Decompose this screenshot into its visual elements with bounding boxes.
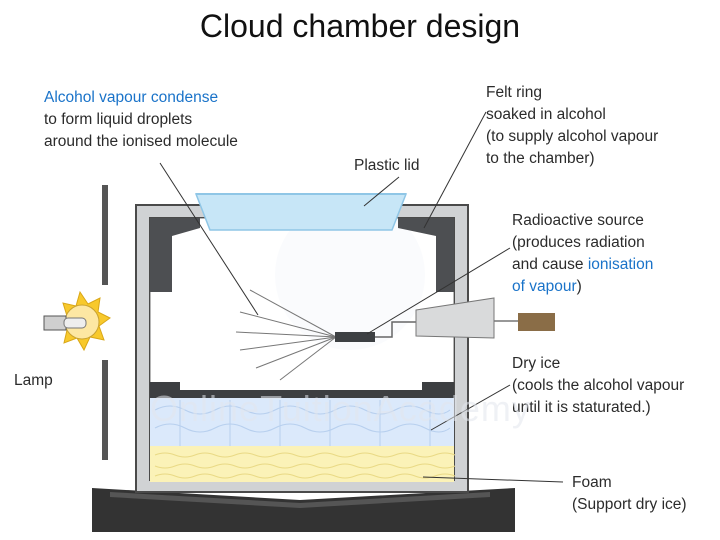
source-wire <box>375 321 416 338</box>
source-holder <box>415 297 495 339</box>
source-line-2: (produces radiation <box>512 234 645 251</box>
source-ionisation-text: ionisation <box>587 256 654 273</box>
foam-line-1: Foam <box>572 474 612 491</box>
pointer-lines <box>159 111 564 483</box>
foam-label: Foam (Support dry ice) <box>572 472 687 516</box>
radioactive-source-label: Radioactive source (produces radiation a… <box>512 210 653 298</box>
felt-line-1: Felt ring <box>486 84 542 101</box>
source-vapour-text: of vapour <box>512 278 577 295</box>
source-line-3-a: and cause <box>512 256 588 273</box>
felt-line-2: soaked in alcohol <box>486 106 606 123</box>
condense-line-2: to form liquid droplets <box>44 111 193 128</box>
source-line-3: and cause ionisation <box>512 254 653 276</box>
felt-ring-left <box>150 218 200 292</box>
source-line-4: of vapour) <box>512 276 653 298</box>
dry-ice-line-3: until it is staturated.) <box>512 399 651 416</box>
dry-ice-label: Dry ice (cools the alcohol vapour until … <box>512 353 684 419</box>
page-title: Cloud chamber design <box>199 8 521 44</box>
felt-ring-label: Felt ring soaked in alcohol (to supply a… <box>486 82 658 170</box>
felt-line-3: (to supply alcohol vapour <box>486 128 659 145</box>
plastic-lid-label: Plastic lid <box>354 157 420 174</box>
base-highlight <box>110 492 490 508</box>
source-handle <box>518 313 555 331</box>
condense-line-3: around the ionised molecule <box>44 133 238 150</box>
condense-label: Alcohol vapour condense <box>44 87 218 109</box>
dry-ice-layer <box>150 398 454 446</box>
condense-line-1: Alcohol vapour condense <box>44 89 219 106</box>
tray-left-post <box>150 382 180 398</box>
window-bar-bottom <box>102 360 108 460</box>
felt-line-4: to the chamber) <box>486 150 595 167</box>
foam-line-2: (Support dry ice) <box>572 496 687 513</box>
radiation-tracks <box>235 289 337 381</box>
dry-ice-line-1: Dry ice <box>512 355 561 372</box>
radioactive-source <box>335 332 375 342</box>
tray-right-post <box>422 382 454 398</box>
lamp-label: Lamp <box>14 372 53 389</box>
base-stand-right <box>300 488 515 532</box>
base-stand-left <box>92 488 300 532</box>
lamp-icon <box>43 290 111 352</box>
felt-ring-right <box>398 218 454 292</box>
source-line-4-b: ) <box>576 278 582 295</box>
source-line-1: Radioactive source <box>512 212 644 229</box>
plastic-lid <box>194 193 408 231</box>
dry-ice-line-2: (cools the alcohol vapour <box>512 377 685 394</box>
watermark-text: OnlineTuitionAcademy <box>150 388 531 429</box>
tray-bar <box>150 390 454 398</box>
dry-ice-texture <box>154 400 451 446</box>
window-bar-top <box>102 185 108 285</box>
condense-desc: to form liquid droplets around the ionis… <box>44 109 238 153</box>
foam-texture <box>154 452 456 479</box>
